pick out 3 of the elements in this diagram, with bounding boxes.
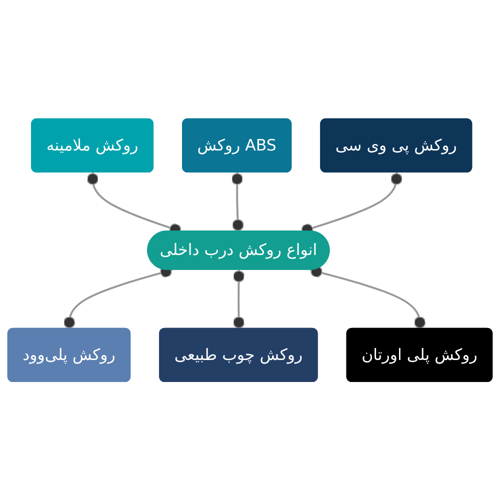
connector [310, 265, 426, 329]
connector [232, 270, 245, 329]
connector [231, 172, 244, 232]
